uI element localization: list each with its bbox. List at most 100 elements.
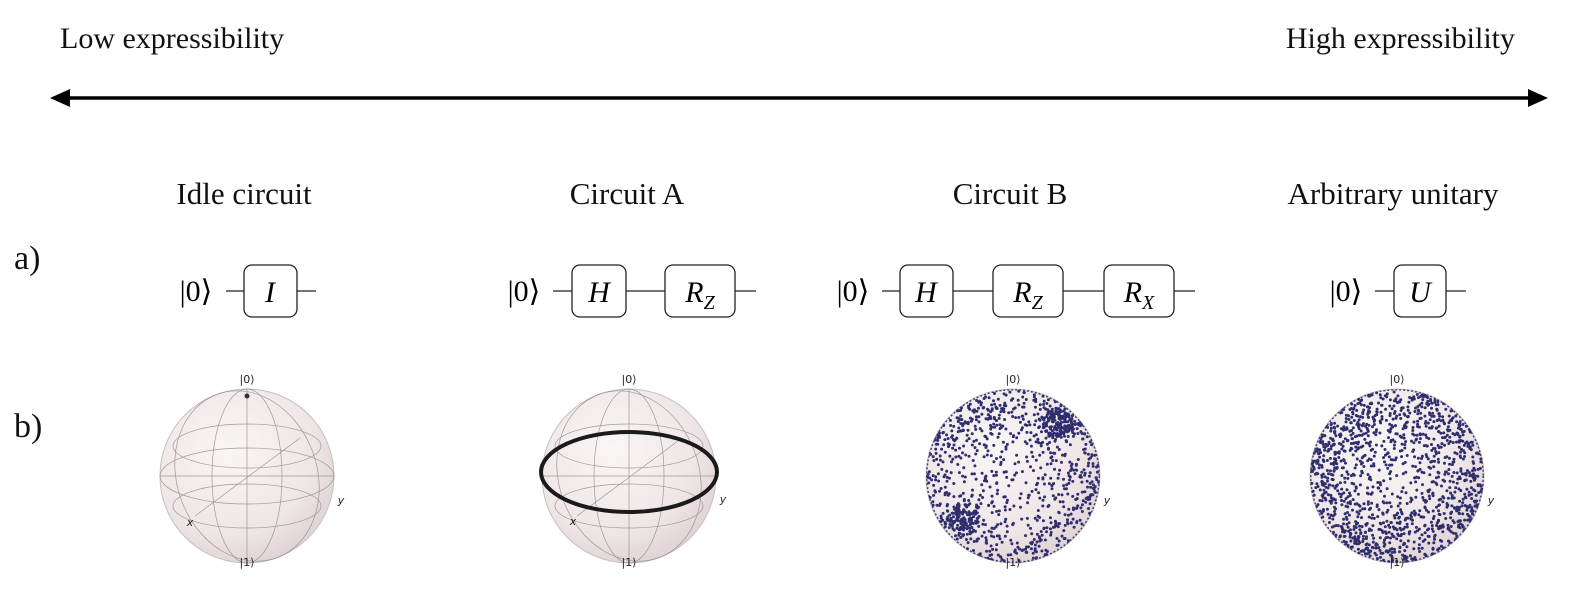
sample-point	[1332, 505, 1336, 509]
sample-point	[1463, 495, 1467, 499]
sample-point	[1080, 470, 1084, 474]
sample-point	[1386, 466, 1390, 470]
sample-point	[1050, 484, 1054, 488]
sample-point	[1377, 401, 1380, 405]
sample-point	[990, 469, 994, 473]
sample-point	[1044, 421, 1048, 425]
sample-point	[1405, 525, 1409, 529]
sample-point	[1423, 524, 1427, 528]
sample-point	[1437, 460, 1441, 464]
sample-point	[1322, 434, 1326, 437]
sample-point	[1395, 432, 1399, 436]
idle-y-label: y	[337, 494, 345, 507]
sample-point	[1415, 437, 1418, 441]
sample-point	[989, 530, 993, 534]
sample-point	[1017, 403, 1021, 407]
sample-point	[1373, 414, 1377, 418]
sample-point	[1027, 493, 1031, 497]
sample-point	[1351, 412, 1355, 416]
sample-point	[1386, 550, 1390, 554]
sample-point	[1455, 509, 1459, 513]
sample-point	[1408, 396, 1412, 399]
sample-point	[1367, 415, 1370, 419]
sample-point	[972, 439, 976, 443]
sample-point	[955, 436, 959, 440]
sample-point	[1467, 442, 1471, 446]
sample-point	[1363, 437, 1367, 441]
sample-point	[1076, 492, 1080, 496]
sample-point	[1416, 456, 1420, 460]
sample-point	[967, 437, 971, 441]
sample-point	[964, 453, 968, 457]
sample-point	[1402, 532, 1406, 536]
sample-point	[1391, 417, 1395, 421]
sample-point	[1369, 506, 1372, 510]
sample-point	[1430, 527, 1434, 531]
sample-point	[1343, 512, 1347, 516]
sample-point	[969, 537, 973, 541]
sample-point	[1459, 450, 1462, 454]
a-input-ket: |0⟩	[508, 275, 541, 308]
sample-point	[949, 471, 953, 475]
sample-point	[994, 473, 998, 477]
sample-point	[1377, 546, 1380, 550]
sample-point	[1451, 531, 1455, 535]
sample-point	[1000, 540, 1004, 544]
sample-point	[1071, 494, 1075, 498]
sample-point	[1390, 556, 1394, 560]
sample-point	[1340, 447, 1344, 451]
sample-point	[1342, 539, 1346, 543]
b-y-label: y	[1103, 494, 1111, 507]
sample-point	[1472, 478, 1476, 482]
sample-point	[1454, 414, 1458, 418]
sample-point	[1025, 455, 1029, 459]
sample-point	[943, 450, 947, 454]
sample-point	[1348, 429, 1352, 433]
sample-point	[936, 436, 940, 439]
sample-point	[939, 487, 943, 490]
sample-point	[1007, 484, 1011, 488]
sample-point	[1390, 532, 1394, 536]
sample-point	[977, 400, 981, 404]
sample-point	[1440, 484, 1443, 488]
sample-point	[1437, 509, 1440, 513]
sample-point	[1008, 508, 1012, 511]
sample-point	[1051, 420, 1055, 424]
sample-point	[984, 395, 988, 399]
sample-point	[1003, 505, 1007, 509]
sample-point	[1392, 404, 1396, 408]
sample-point	[1356, 515, 1360, 519]
sample-point	[1027, 545, 1030, 549]
sample-point	[1371, 533, 1375, 537]
high-expressibility-label: High expressibility	[1285, 22, 1515, 55]
sample-point	[1333, 430, 1337, 433]
sample-point	[1064, 487, 1068, 491]
sample-point	[1051, 494, 1055, 498]
a-ket1-label: |1⟩	[622, 556, 637, 569]
sample-point	[1432, 420, 1436, 424]
sample-point	[1029, 444, 1033, 448]
sample-point	[1396, 394, 1400, 398]
sample-point	[1385, 501, 1389, 505]
sample-point	[1362, 408, 1366, 412]
sample-point	[1375, 543, 1379, 547]
sample-point	[1445, 439, 1449, 442]
sample-point	[1392, 447, 1396, 450]
sample-point	[934, 478, 938, 482]
sample-point	[932, 459, 936, 463]
sample-point	[941, 431, 945, 435]
sample-point	[1473, 504, 1477, 508]
sample-point	[1091, 462, 1095, 466]
sample-point	[1429, 520, 1433, 524]
sample-point	[974, 519, 978, 523]
sample-point	[985, 549, 989, 553]
sample-point	[1055, 435, 1059, 439]
sample-point	[1005, 524, 1009, 528]
sample-point	[998, 423, 1002, 427]
sample-point	[1385, 487, 1389, 491]
sample-point	[1392, 547, 1396, 551]
sample-point	[1344, 417, 1348, 420]
sample-point	[1343, 449, 1347, 453]
sample-point	[1392, 399, 1396, 403]
sample-point	[1343, 476, 1347, 480]
